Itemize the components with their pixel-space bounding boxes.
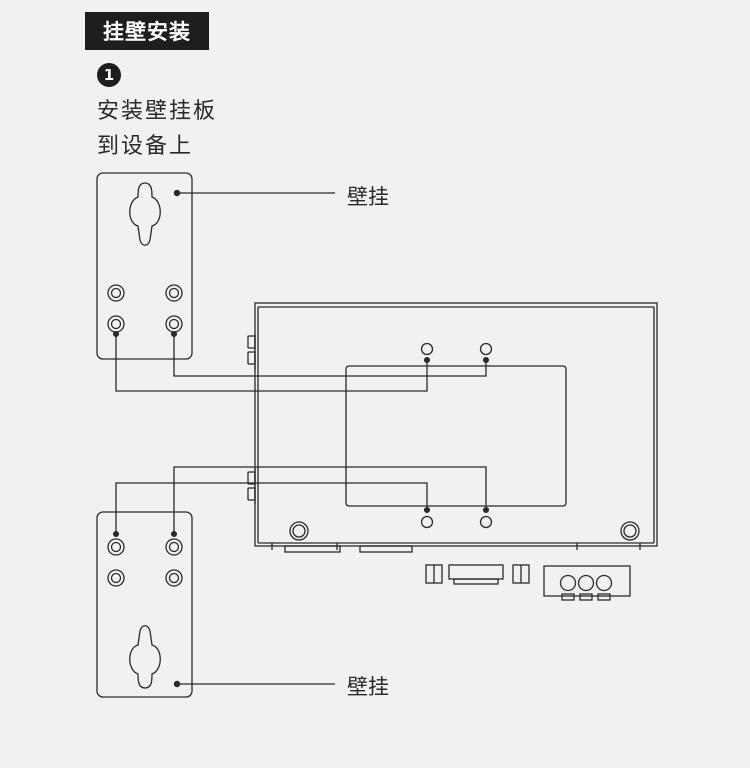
bottom-bracket-callout-label: 壁挂 bbox=[347, 675, 389, 699]
top-bracket-screw-holes bbox=[107, 284, 183, 333]
step-instruction-line-1: 安装壁挂板 bbox=[97, 99, 218, 124]
step-instruction-line-2: 到设备上 bbox=[97, 134, 194, 159]
bottom-alignment-leaders bbox=[112, 466, 490, 538]
top-wall-mount-bracket bbox=[96, 172, 335, 360]
bottom-bracket-plate bbox=[96, 511, 193, 698]
device-mounting-holes bbox=[420, 342, 493, 529]
bottom-keyhole-slot bbox=[129, 625, 161, 689]
device-body bbox=[247, 302, 658, 601]
device-terminal-block bbox=[543, 565, 631, 601]
device-bottom-connectors bbox=[284, 545, 530, 585]
device-corner-screws bbox=[289, 521, 640, 541]
section-title: 挂壁安装 bbox=[85, 12, 209, 50]
device-side-tabs bbox=[247, 334, 256, 504]
top-bracket-plate bbox=[96, 172, 193, 360]
top-keyhole-slot bbox=[129, 182, 161, 246]
bottom-bracket-screw-holes bbox=[107, 538, 183, 587]
step-number-badge: 1 bbox=[97, 63, 121, 87]
bottom-wall-mount-bracket bbox=[96, 511, 335, 698]
top-alignment-leaders bbox=[112, 330, 490, 392]
top-bracket-callout-label: 壁挂 bbox=[347, 185, 389, 209]
device-housing bbox=[254, 302, 658, 547]
device-label-area bbox=[345, 365, 567, 507]
